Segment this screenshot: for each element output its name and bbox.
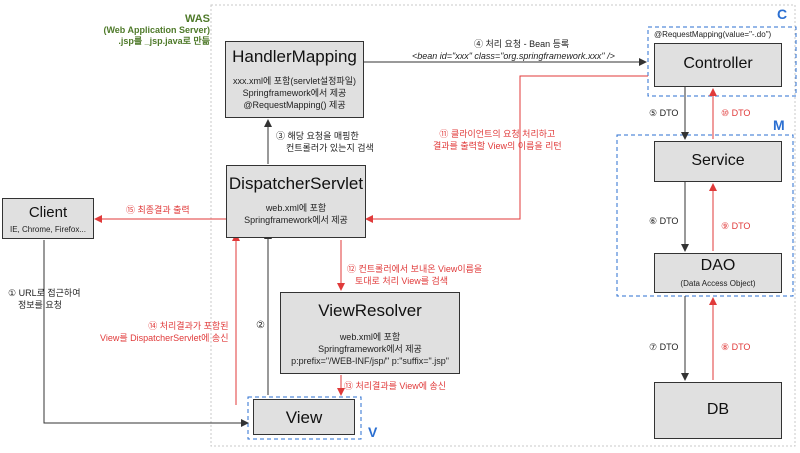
step-13-label: ⑬ 처리결과를 View에 송신 bbox=[344, 381, 447, 391]
step-3-line: ③ 해당 요청을 매핑한 bbox=[276, 131, 359, 141]
dao-title: DAO bbox=[700, 257, 736, 274]
step-1-label: ① URL로 접근하여 정보를 요청 bbox=[8, 287, 80, 311]
group-m-label: M bbox=[773, 117, 785, 133]
step-7-label: ⑦ DTO bbox=[649, 342, 679, 352]
step-12-line: 토대로 처리 View를 검색 bbox=[355, 276, 449, 286]
step-3-label: ③ 해당 요청을 매핑한 컨트롤러가 있는지 검색 bbox=[276, 130, 374, 154]
service-box: Service bbox=[654, 141, 782, 182]
step-11-line: 결과를 출력할 View의 이름을 리턴 bbox=[433, 141, 562, 151]
view-resolver-title: ViewResolver bbox=[318, 301, 422, 320]
was-label: WAS (Web Application Server) .jsp를 _jsp.… bbox=[103, 14, 210, 47]
dispatcher-servlet-line: Springframework에서 제공 bbox=[244, 215, 348, 225]
handler-mapping-line: @RequestMapping() 제공 bbox=[243, 100, 346, 110]
dispatcher-servlet-line: web.xml에 포함 bbox=[265, 203, 327, 213]
controller-box: Controller bbox=[654, 43, 782, 87]
step-11-label: ⑪ 클라이언트의 요청 처리하고 결과를 출력할 View의 이름을 리턴 bbox=[433, 128, 562, 152]
step-5-label: ⑤ DTO bbox=[649, 108, 679, 118]
dao-box: DAO (Data Access Object) bbox=[654, 253, 782, 293]
step-12-label: ⑫ 컨트롤러에서 보내온 View이름을 토대로 처리 View를 검색 bbox=[347, 263, 482, 287]
group-m-boundary bbox=[616, 134, 794, 297]
step-11-line: ⑪ 클라이언트의 요청 처리하고 bbox=[439, 129, 556, 139]
step-2-label: ② bbox=[256, 320, 265, 331]
group-v-label: V bbox=[368, 424, 378, 440]
handler-mapping-title: HandlerMapping bbox=[232, 47, 357, 66]
step-1-line: 정보를 요청 bbox=[18, 300, 62, 310]
step-4-line: <bean id="xxx" class="org.springframewor… bbox=[412, 51, 615, 61]
client-box: Client IE, Chrome, Firefox... bbox=[2, 198, 94, 239]
arrow-step-11 bbox=[365, 75, 648, 223]
group-v-boundary bbox=[247, 396, 362, 440]
step-10-label: ⑩ DTO bbox=[721, 108, 751, 118]
step-8-label: ⑧ DTO bbox=[721, 342, 751, 352]
dao-subtitle: (Data Access Object) bbox=[680, 279, 756, 288]
handler-mapping-box: HandlerMapping xxx.xml에 포함(servlet설정파일) … bbox=[225, 41, 364, 118]
dispatcher-servlet-box: DispatcherServlet web.xml에 포함 Springfram… bbox=[226, 165, 366, 238]
step-4-line: ④ 처리 요청 - Bean 등록 bbox=[474, 39, 570, 49]
was-subtitle: (Web Application Server) bbox=[103, 25, 210, 35]
step-9-label: ⑨ DTO bbox=[721, 221, 751, 231]
dispatcher-servlet-desc: web.xml에 포함 Springframework에서 제공 bbox=[227, 202, 365, 226]
view-resolver-desc: web.xml에 포함 Springframework에서 제공 p:prefi… bbox=[281, 331, 459, 367]
view-title: View bbox=[285, 408, 323, 427]
client-subtitle: IE, Chrome, Firefox... bbox=[9, 225, 87, 234]
view-resolver-box: ViewResolver web.xml에 포함 Springframework… bbox=[280, 292, 460, 374]
view-box: View bbox=[253, 399, 355, 435]
step-1-line: ① URL로 접근하여 bbox=[8, 288, 81, 298]
step-14-label: ⑭ 처리결과가 포함된 View를 DispatcherServlet에 송신 bbox=[100, 320, 229, 344]
dispatcher-servlet-title: DispatcherServlet bbox=[228, 174, 364, 193]
handler-mapping-line: Springframework에서 제공 bbox=[242, 88, 347, 98]
handler-mapping-desc: xxx.xml에 포함(servlet설정파일) Springframework… bbox=[226, 75, 363, 111]
view-resolver-line: p:prefix="/WEB-INF/jsp/" p:"suffix=".jsp… bbox=[291, 356, 449, 366]
service-title: Service bbox=[691, 152, 745, 169]
step-6-label: ⑥ DTO bbox=[649, 216, 679, 226]
step-14-line: View를 DispatcherServlet에 송신 bbox=[100, 333, 229, 343]
controller-annotation: @RequestMapping(value="-.do") bbox=[654, 30, 772, 39]
view-resolver-line: web.xml에 포함 bbox=[339, 332, 401, 342]
handler-mapping-line: xxx.xml에 포함(servlet설정파일) bbox=[233, 76, 356, 86]
controller-title: Controller bbox=[683, 55, 753, 72]
group-c-boundary bbox=[647, 26, 797, 97]
client-title: Client bbox=[28, 204, 68, 221]
step-3-line: 컨트롤러가 있는지 검색 bbox=[286, 143, 374, 153]
step-12-line: ⑫ 컨트롤러에서 보내온 View이름을 bbox=[347, 264, 483, 274]
db-box: DB bbox=[654, 382, 782, 439]
db-title: DB bbox=[706, 401, 730, 418]
step-14-line: ⑭ 처리결과가 포함된 bbox=[148, 321, 229, 331]
group-c-label: C bbox=[777, 6, 788, 22]
arrow-step-1 bbox=[43, 240, 249, 427]
was-title: WAS bbox=[184, 13, 210, 25]
step-15-label: ⑮ 최종결과 출력 bbox=[126, 205, 190, 215]
was-boundary bbox=[210, 4, 796, 447]
step-4-label: ④ 처리 요청 - Bean 등록 <bean id="xxx" class="… bbox=[412, 38, 615, 62]
view-resolver-line: Springframework에서 제공 bbox=[318, 344, 422, 354]
was-note: .jsp를 _jsp.java로 만듦 bbox=[118, 36, 210, 46]
